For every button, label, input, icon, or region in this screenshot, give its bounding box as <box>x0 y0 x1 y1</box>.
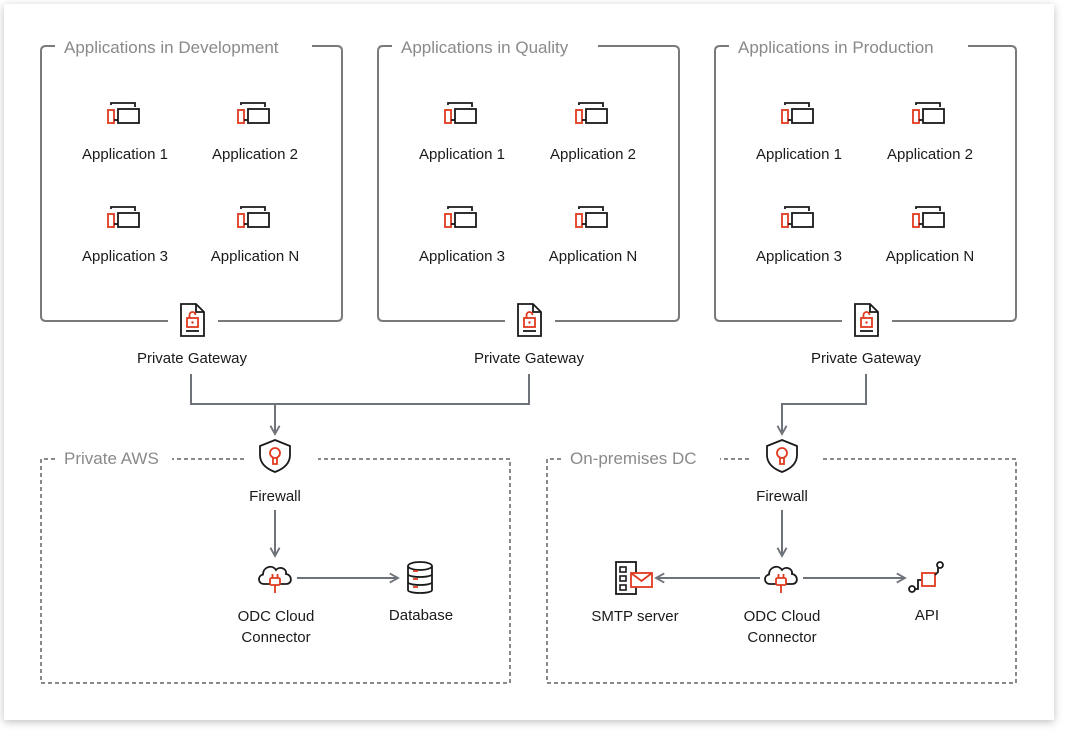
zone-title: On-premises DC <box>570 449 697 468</box>
application-item[interactable]: Application 3 <box>82 206 168 265</box>
application-item[interactable]: Application 1 <box>82 102 168 163</box>
zone-onprem-dc: On-premises DC <box>546 449 1017 684</box>
aws-firewall[interactable]: Firewall <box>249 439 301 505</box>
application-icon <box>107 102 140 124</box>
application-item[interactable]: Application N <box>211 206 299 265</box>
group-production: Applications in Production <box>714 38 1017 322</box>
api-icon <box>908 561 944 593</box>
aws-odc-cloud-connector[interactable]: ODC Cloud Connector <box>238 565 315 646</box>
application-icon <box>781 102 814 124</box>
firewall-label: Firewall <box>249 488 301 505</box>
group-development: Applications in Development <box>40 38 343 322</box>
application-label: Application 3 <box>82 248 168 265</box>
onprem-api[interactable]: API <box>908 561 944 624</box>
firewall-label: Firewall <box>756 488 808 505</box>
application-icon <box>237 206 270 228</box>
application-item[interactable]: Application 1 <box>419 102 505 163</box>
api-label: API <box>915 607 939 624</box>
smtp-mail-server-icon <box>615 561 653 595</box>
database-label: Database <box>389 607 453 624</box>
gateway-production[interactable]: Private Gateway <box>811 303 922 367</box>
gateway-quality[interactable]: Private Gateway <box>474 303 585 367</box>
group-title: Applications in Quality <box>401 38 569 57</box>
onprem-firewall[interactable]: Firewall <box>756 439 808 505</box>
cloud-plug-icon <box>764 565 798 594</box>
onprem-smtp-server[interactable]: SMTP server <box>591 561 679 625</box>
apps-development: Application 1 Application 2 Application … <box>82 102 299 265</box>
application-icon <box>912 102 945 124</box>
application-item[interactable]: Application N <box>886 206 974 265</box>
application-item[interactable]: Application N <box>549 206 637 265</box>
application-item[interactable]: Application 3 <box>419 206 505 265</box>
database-icon <box>407 561 433 594</box>
gateway-label: Private Gateway <box>474 350 585 367</box>
gateway-label: Private Gateway <box>137 350 248 367</box>
gateway-document-lock-icon <box>517 303 542 337</box>
application-icon <box>912 206 945 228</box>
application-icon <box>444 206 477 228</box>
zone-title: Private AWS <box>64 449 159 468</box>
application-icon <box>107 206 140 228</box>
cloud-plug-icon <box>258 565 292 594</box>
application-label: Application 3 <box>419 248 505 265</box>
apps-quality: Application 1 Application 2 Application … <box>419 102 637 265</box>
smtp-label: SMTP server <box>591 608 678 625</box>
connector-label-line2: Connector <box>747 629 816 646</box>
application-label: Application N <box>549 248 637 265</box>
connector-label-line2: Connector <box>241 629 310 646</box>
gateway-development[interactable]: Private Gateway <box>137 303 248 367</box>
apps-production: Application 1 Application 2 Application … <box>756 102 974 265</box>
application-item[interactable]: Application 2 <box>212 102 298 163</box>
application-label: Application N <box>211 248 299 265</box>
application-label: Application 1 <box>756 146 842 163</box>
gateway-document-lock-icon <box>854 303 879 337</box>
application-label: Application 1 <box>419 146 505 163</box>
gateway-label: Private Gateway <box>811 350 922 367</box>
firewall-shield-lock-icon <box>259 439 291 473</box>
application-label: Application 3 <box>756 248 842 265</box>
firewall-shield-lock-icon <box>766 439 798 473</box>
application-icon <box>781 206 814 228</box>
aws-database[interactable]: Database <box>389 561 453 624</box>
group-title: Applications in Production <box>738 38 934 57</box>
application-label: Application 2 <box>212 146 298 163</box>
application-icon <box>237 102 270 124</box>
application-item[interactable]: Application 2 <box>887 102 973 163</box>
application-label: Application N <box>886 248 974 265</box>
application-icon <box>575 102 608 124</box>
connector-label-line1: ODC Cloud <box>238 608 315 625</box>
application-item[interactable]: Application 3 <box>756 206 842 265</box>
application-icon <box>444 102 477 124</box>
application-item[interactable]: Application 1 <box>756 102 842 163</box>
connector-gateways-to-aws <box>190 374 530 405</box>
application-label: Application 1 <box>82 146 168 163</box>
connector-prod-to-onprem <box>782 374 867 434</box>
application-label: Application 2 <box>550 146 636 163</box>
connector-label-line1: ODC Cloud <box>744 608 821 625</box>
group-quality: Applications in Quality <box>377 38 680 322</box>
gateway-document-lock-icon <box>180 303 205 337</box>
application-icon <box>575 206 608 228</box>
group-title: Applications in Development <box>64 38 279 57</box>
zone-private-aws: Private AWS <box>40 449 511 684</box>
application-label: Application 2 <box>887 146 973 163</box>
application-item[interactable]: Application 2 <box>550 102 636 163</box>
onprem-odc-cloud-connector[interactable]: ODC Cloud Connector <box>744 565 821 646</box>
diagram-card <box>4 4 1054 720</box>
